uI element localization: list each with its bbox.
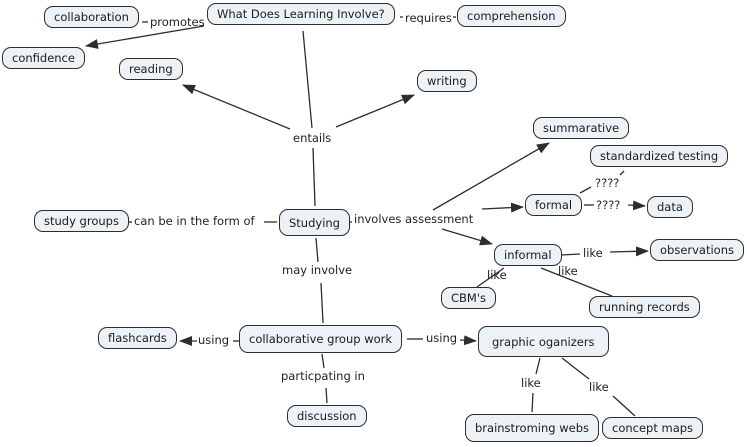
edge-graphic-like-concept-upper: [561, 357, 590, 380]
node-studying[interactable]: Studying: [279, 209, 350, 236]
node-discussion[interactable]: discussion: [287, 405, 367, 427]
edge-promotes-confidence: [85, 25, 205, 49]
node-study-groups[interactable]: study groups: [34, 210, 129, 232]
link-using-flashcards[interactable]: using: [198, 333, 230, 347]
node-concept-maps[interactable]: concept maps: [602, 417, 704, 439]
link-like-running-records[interactable]: like: [558, 264, 578, 278]
node-standardized-testing[interactable]: standardized testing: [590, 145, 729, 167]
edge-involves-informal: [441, 228, 493, 246]
edge-informal-cbms: [476, 267, 505, 288]
link-requires[interactable]: requires: [405, 11, 452, 25]
link-involves-assessment[interactable]: involves assessment: [354, 212, 474, 226]
link-entails[interactable]: entails: [293, 131, 332, 145]
edge-unknown2-data: [627, 200, 646, 211]
node-cbms[interactable]: CBM's: [441, 287, 496, 309]
node-collaborative-group-work[interactable]: collaborative group work: [239, 325, 403, 353]
node-collaboration[interactable]: collaboration: [44, 6, 139, 28]
node-flashcards[interactable]: flashcards: [98, 327, 177, 349]
edge-like-brainstorming-lower: [531, 392, 534, 413]
edge-involves-formal: [481, 202, 524, 213]
link-promotes[interactable]: promotes: [150, 15, 205, 29]
edge-like-observations: [609, 246, 649, 257]
link-can-be-in-the-form-of[interactable]: can be in the form of: [134, 214, 255, 228]
node-writing[interactable]: writing: [417, 70, 477, 92]
node-root[interactable]: What Does Learning Involve?: [207, 3, 395, 25]
edge-mayinvolve-collabwork: [320, 282, 324, 324]
edge-unknown1-standardized-stub: [619, 170, 625, 176]
node-reading[interactable]: reading: [119, 58, 183, 80]
edge-particpating-discussion: [325, 387, 328, 404]
link-may-involve[interactable]: may involve: [282, 263, 353, 277]
edge-formal-unknown1: [579, 186, 592, 194]
link-like-cbms[interactable]: like: [487, 268, 507, 282]
node-observations[interactable]: observations: [650, 239, 745, 261]
node-informal[interactable]: informal: [494, 244, 562, 266]
node-formal[interactable]: formal: [525, 194, 583, 216]
node-running-records[interactable]: running records: [589, 296, 700, 318]
edge-using-graphicorganizers: [459, 335, 477, 346]
edge-collabwork-particpating: [321, 353, 325, 369]
edge-entails-writing: [335, 94, 415, 128]
link-particpating-in[interactable]: particpating in: [281, 369, 365, 383]
edge-graphic-like-brain-upper: [535, 357, 541, 375]
node-summarative[interactable]: summarative: [533, 117, 630, 139]
edge-lines: [85, 16, 649, 417]
node-data[interactable]: data: [647, 196, 693, 218]
link-like-brainstorming-webs[interactable]: like: [521, 376, 541, 390]
edge-entails-reading: [182, 84, 291, 130]
link-unknown-2[interactable]: ????: [596, 198, 621, 212]
edge-entails-studying: [312, 147, 316, 207]
node-confidence[interactable]: confidence: [2, 47, 85, 69]
edge-root-entails: [302, 30, 313, 129]
edge-studying-mayinvolve: [315, 237, 319, 263]
node-brainstorming-webs[interactable]: brainstroming webs: [465, 414, 599, 442]
link-using-graphic-organizers[interactable]: using: [426, 331, 458, 345]
link-like-concept-maps[interactable]: like: [589, 380, 609, 394]
link-like-observations[interactable]: like: [583, 246, 603, 260]
edge-informal-like-stub: [560, 253, 581, 256]
link-unknown-1[interactable]: ????: [595, 176, 620, 190]
node-comprehension[interactable]: comprehension: [457, 5, 566, 27]
edge-involves-summarative: [432, 142, 550, 211]
edge-like-conceptmaps-lower: [612, 395, 636, 417]
node-graphic-organizers[interactable]: graphic oganizers: [478, 326, 609, 357]
edge-informal-runningrecords: [540, 267, 613, 297]
